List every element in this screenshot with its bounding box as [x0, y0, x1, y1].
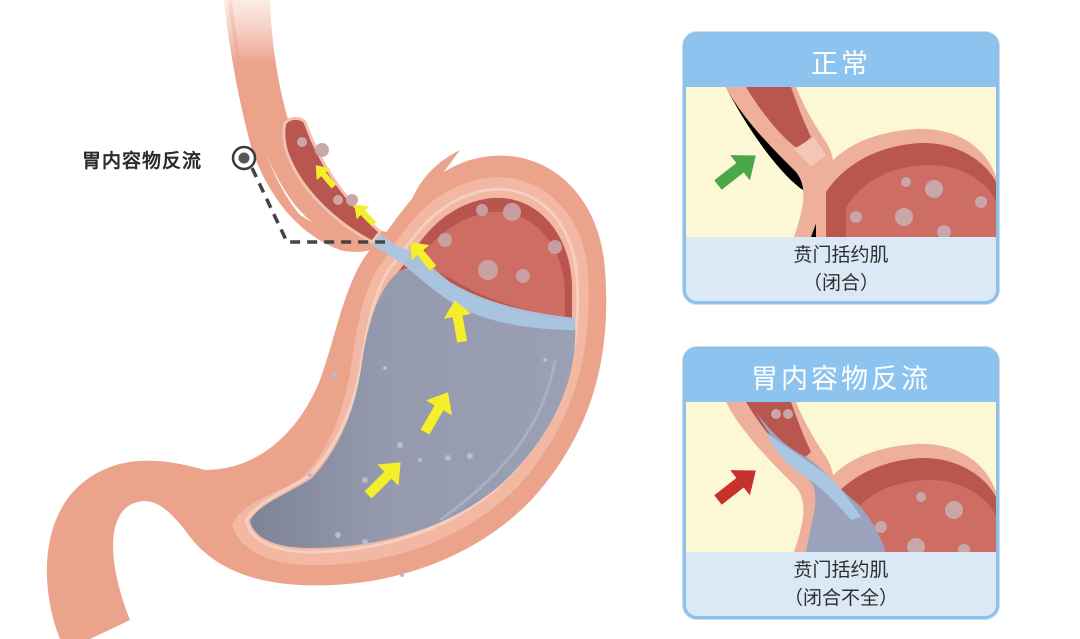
panel-caption: 贲门括约肌 （闭合）	[686, 237, 996, 301]
stomach-illustration	[46, 0, 607, 639]
gas-bubbles	[438, 203, 562, 283]
panel-illustration	[686, 87, 996, 237]
caption-line2: （闭合不全）	[783, 587, 898, 609]
caption-line1: 贲门括约肌	[793, 559, 889, 581]
panel-reflux: 胃内容物反流 贲门括约肌 （闭合不全）	[683, 347, 999, 619]
panel-title: 胃内容物反流	[686, 350, 996, 402]
panel-caption: 贲门括约肌 （闭合不全）	[686, 552, 996, 616]
panel-title: 正常	[686, 35, 996, 87]
green-arrow-icon	[714, 155, 756, 190]
caption-line2: （闭合）	[802, 272, 879, 294]
fluid-surface	[385, 244, 575, 330]
caption-line1: 贲门括约肌	[793, 244, 889, 266]
callout-label: 胃内容物反流	[82, 150, 203, 172]
target-marker-icon	[231, 145, 257, 171]
red-arrow-icon	[714, 470, 756, 505]
gastric-fluid	[250, 269, 576, 548]
panel-illustration	[686, 402, 996, 552]
panel-normal: 正常 贲门括约肌 （闭合）	[683, 32, 999, 304]
reflux-arrows	[315, 165, 472, 499]
